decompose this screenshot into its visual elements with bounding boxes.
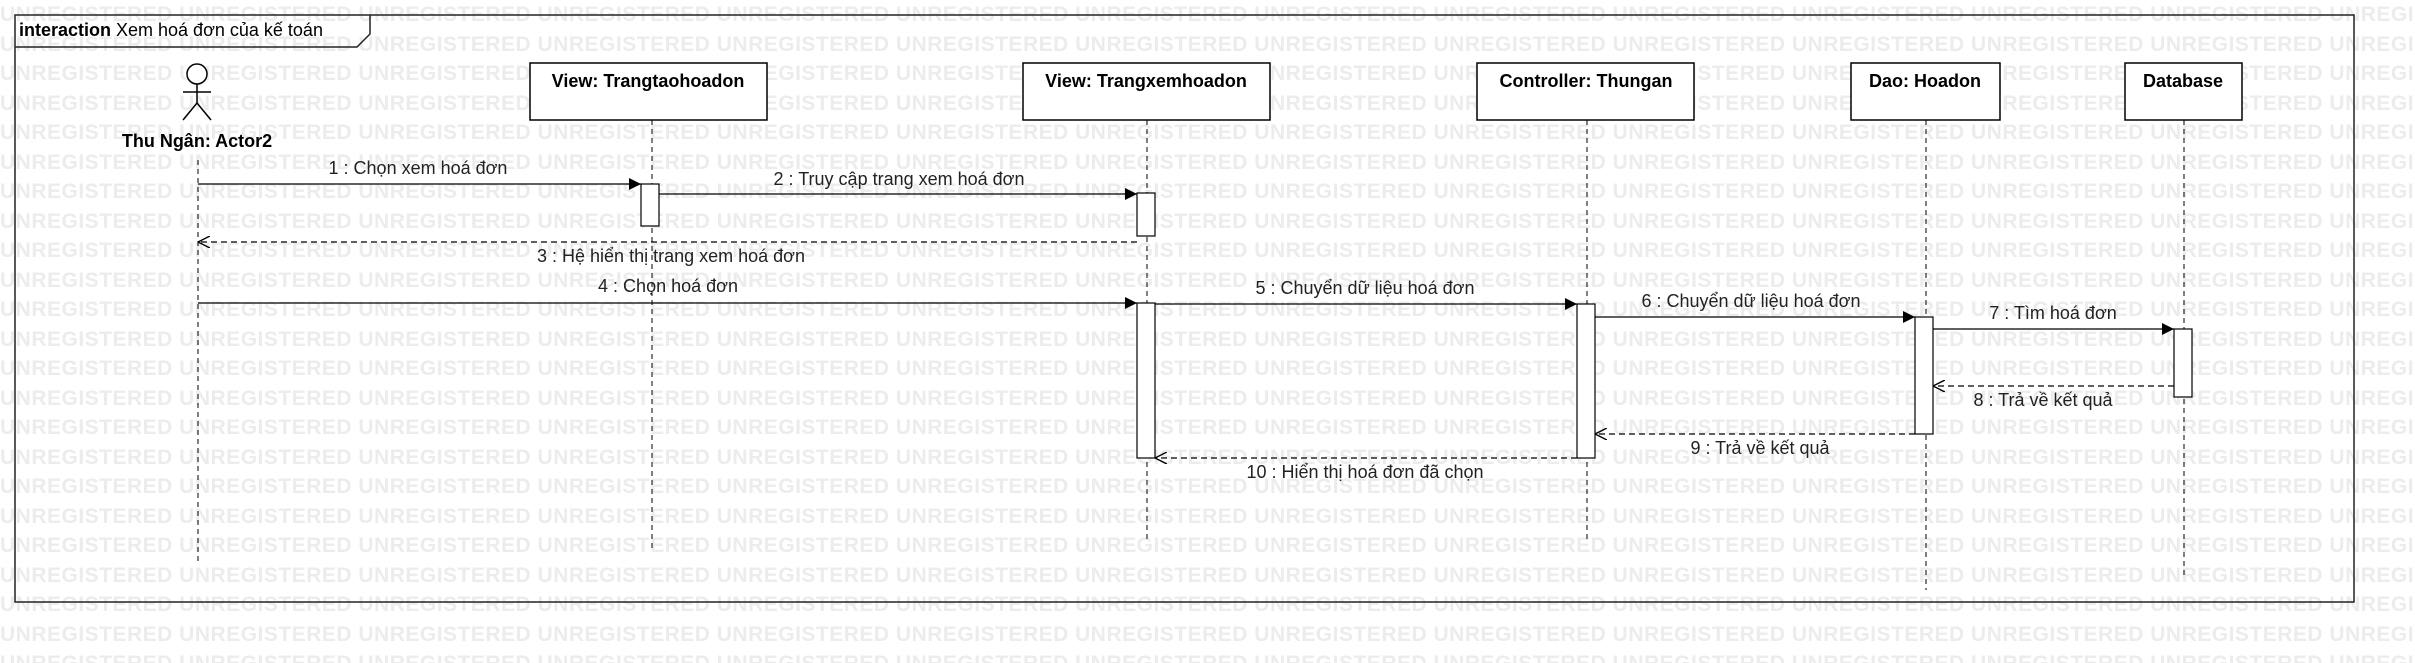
activation-bar xyxy=(1136,192,1156,237)
message-label: 1 : Chọn xem hoá đơn xyxy=(329,158,508,178)
interaction-frame xyxy=(14,14,2355,603)
lifeline-view-trangtaohoadon[interactable]: View: Trangtaohoadon xyxy=(529,62,768,121)
frame-title: Xem hoá đơn của kế toán xyxy=(116,20,323,40)
message-4[interactable]: 4 : Chọn hoá đơn xyxy=(198,276,1137,309)
message-label: 9 : Trả về kết quả xyxy=(1690,438,1830,458)
frame-keyword: interaction xyxy=(19,20,111,40)
message-7[interactable]: 7 : Tìm hoá đơn xyxy=(1933,303,2174,335)
message-3[interactable]: 3 : Hệ hiển thị trang xem hoá đơn xyxy=(198,242,1137,266)
message-5[interactable]: 5 : Chuyển dữ liệu hoá đơn xyxy=(1155,278,1577,310)
message-9[interactable]: 9 : Trả về kết quả xyxy=(1595,434,1915,458)
message-label: 7 : Tìm hoá đơn xyxy=(1989,303,2117,323)
activation-bar xyxy=(1914,316,1934,435)
lifeline-view-trangxemhoadon[interactable]: View: Trangxemhoadon xyxy=(1022,62,1271,121)
message-8[interactable]: 8 : Trả về kết quả xyxy=(1933,386,2174,410)
activation-bar xyxy=(1576,303,1596,459)
message-label: 4 : Chọn hoá đơn xyxy=(598,276,738,296)
lifeline-controller-thungan[interactable]: Controller: Thungan xyxy=(1476,62,1695,121)
lifeline-label: Database xyxy=(2143,71,2223,91)
message-6[interactable]: 6 : Chuyển dữ liệu hoá đơn xyxy=(1595,291,1915,323)
activation-bar xyxy=(2173,328,2193,398)
actor-head xyxy=(186,63,208,85)
actor-thu-ngan[interactable]: Thu Ngân: Actor2 xyxy=(122,63,272,151)
message-10[interactable]: 10 : Hiển thị hoá đơn đã chọn xyxy=(1155,458,1577,482)
frame-tab xyxy=(15,15,371,48)
lifeline-dao-hoadon[interactable]: Dao: Hoadon xyxy=(1850,62,2001,121)
message-label: 8 : Trả về kết quả xyxy=(1973,390,2113,410)
activation-bar xyxy=(1136,302,1156,459)
message-label: 2 : Truy cập trang xem hoá đơn xyxy=(774,169,1025,189)
lifeline-label: Dao: Hoadon xyxy=(1869,71,1981,91)
lifeline-label: View: Trangxemhoadon xyxy=(1045,71,1247,91)
actor-label: Thu Ngân: Actor2 xyxy=(122,131,272,151)
activation-bar xyxy=(640,183,660,227)
lifeline-label: Controller: Thungan xyxy=(1500,71,1673,91)
lifeline-label: View: Trangtaohoadon xyxy=(552,71,745,91)
lifeline-database[interactable]: Database xyxy=(2124,62,2243,121)
message-label: 10 : Hiển thị hoá đơn đã chọn xyxy=(1247,462,1484,482)
message-label: 5 : Chuyển dữ liệu hoá đơn xyxy=(1256,278,1475,298)
message-1[interactable]: 1 : Chọn xem hoá đơn xyxy=(198,158,641,190)
message-2[interactable]: 2 : Truy cập trang xem hoá đơn xyxy=(659,169,1137,200)
message-label: 6 : Chuyển dữ liệu hoá đơn xyxy=(1642,291,1861,311)
message-label: 3 : Hệ hiển thị trang xem hoá đơn xyxy=(537,246,805,266)
